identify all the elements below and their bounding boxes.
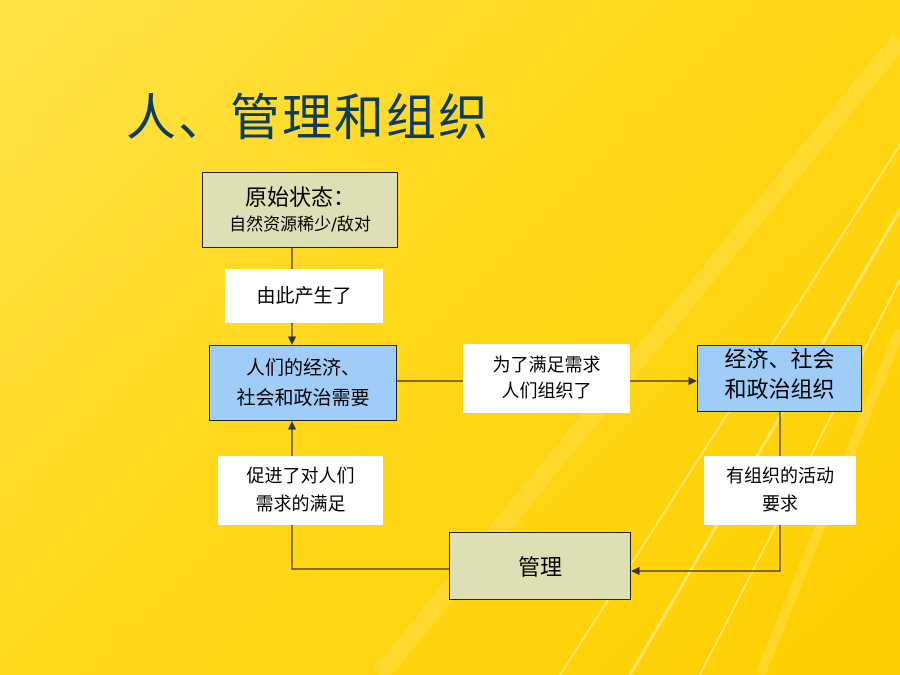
human-needs-line2: 社会和政治需要: [236, 387, 370, 409]
organization-box: 经济、社会 和政治组织: [697, 345, 862, 412]
edge-label-activity: 有组织的活动 要求: [704, 456, 856, 525]
edge-label-promote: 促进了对人们 需求的满足: [218, 456, 383, 525]
edge-label-activity-line2: 要求: [762, 493, 798, 515]
edge-label-satisfy: 为了满足需求 人们组织了: [463, 344, 630, 413]
management-label: 管理: [517, 556, 562, 581]
origin-state-box: 原始状态： 自然资源稀少/敌对: [202, 172, 398, 248]
human-needs-line1: 人们的经济、: [245, 357, 360, 379]
origin-state-title: 原始状态：: [244, 186, 355, 211]
organization-line1: 经济、社会: [724, 348, 835, 373]
edge-label-satisfy-line2: 人们组织了: [501, 380, 592, 402]
edge-label-promote-line2: 需求的满足: [255, 493, 346, 515]
edge-label-promote-line1: 促进了对人们: [246, 465, 355, 487]
origin-state-detail: 自然资源稀少/敌对: [229, 215, 371, 235]
edge-label-satisfy-line1: 为了满足需求: [492, 354, 601, 376]
human-needs-box: 人们的经济、 社会和政治需要: [209, 345, 397, 421]
edge-label-produce: 由此产生了: [225, 269, 383, 323]
organization-line2: 和政治组织: [724, 378, 835, 403]
page-title: 人、管理和组织: [126, 89, 490, 147]
management-box: 管理: [449, 532, 631, 600]
edge-label-activity-line1: 有组织的活动: [726, 465, 834, 487]
